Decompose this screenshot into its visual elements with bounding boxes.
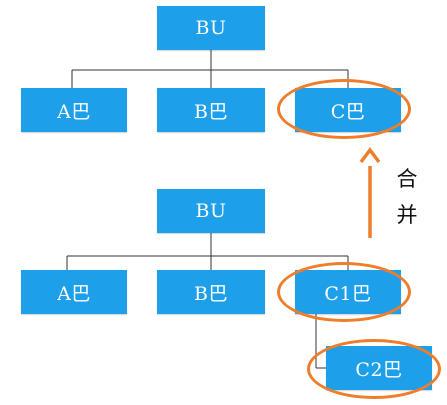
bottom-child-c1-highlight-ring bbox=[277, 262, 411, 322]
merge-arrow-head bbox=[359, 147, 381, 164]
merge-label-char-1: 合 bbox=[396, 167, 418, 191]
bottom-child-a-node: A巴 bbox=[21, 270, 127, 314]
bottom-child-b-node: B巴 bbox=[157, 270, 265, 314]
top-child-c-highlight-ring bbox=[277, 79, 411, 139]
top-child-b-node: B巴 bbox=[157, 88, 265, 132]
merge-label-char-2: 并 bbox=[396, 203, 418, 227]
bottom-root-node: BU bbox=[157, 189, 265, 233]
bottom-sub-child-c2-highlight-ring bbox=[307, 339, 441, 399]
merge-label: 合 并 bbox=[392, 161, 422, 233]
top-child-a-node: A巴 bbox=[21, 88, 127, 132]
top-root-node: BU bbox=[157, 6, 265, 50]
